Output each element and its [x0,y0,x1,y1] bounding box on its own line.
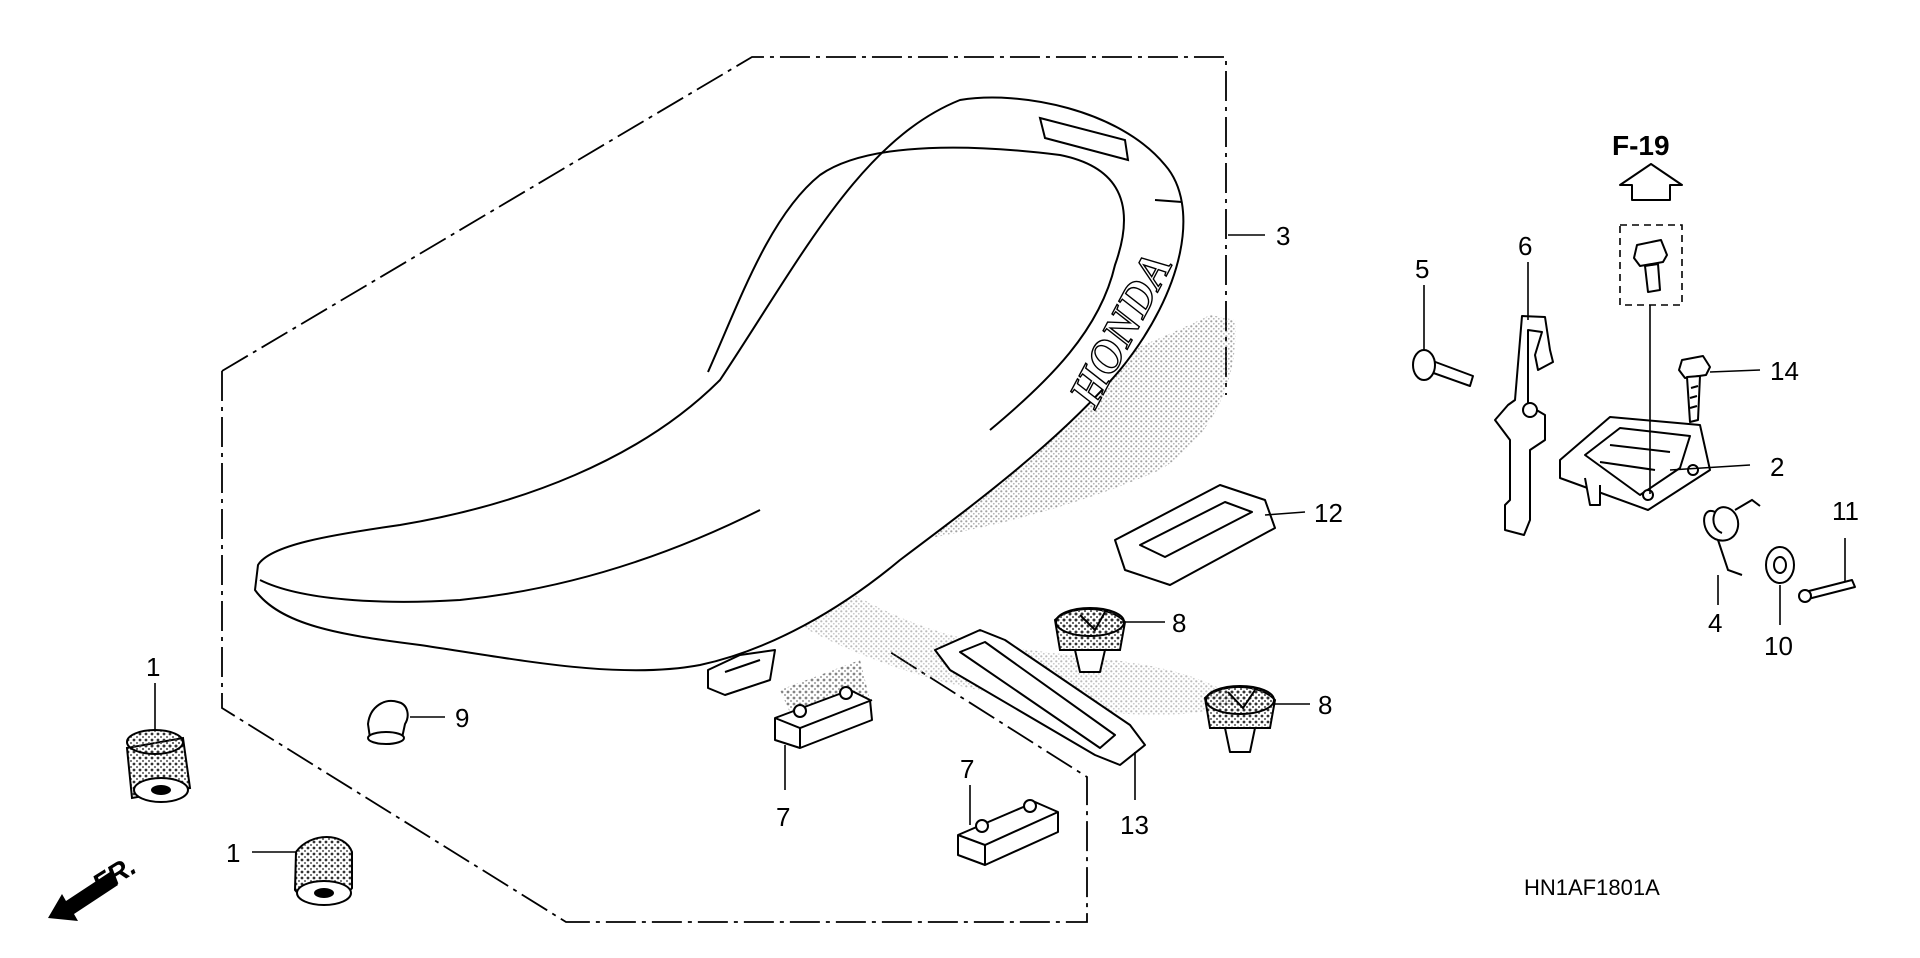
callout-4: 4 [1708,608,1722,638]
grommet-8-lower [1203,685,1277,753]
washer-10 [1765,546,1795,584]
callout-6: 6 [1518,231,1532,261]
callout-11: 11 [1832,496,1859,526]
callout-7-lower: 7 [960,754,974,784]
bolt-f19 [1619,224,1683,306]
callout-3: 3 [1276,221,1290,251]
cotter-pin-11 [1798,579,1856,603]
reference-label: F-19 [1612,130,1670,161]
cushion-7-upper [774,660,873,749]
collar-1-lower [293,836,353,906]
seat-band-13 [934,629,1146,766]
f19-arrow [1619,163,1683,201]
callout-9: 9 [455,703,469,733]
spring-4 [1703,498,1761,576]
callout-labels: 3 2 14 6 5 12 8 8 9 7 7 13 1 1 4 10 11 [146,221,1859,868]
callout-14: 14 [1770,356,1799,386]
grommet-8-upper [1053,607,1127,673]
front-arrow: FR. [48,850,141,921]
seat-band-12 [1114,484,1276,586]
callout-1-upper: 1 [146,652,160,682]
seat-assembly: HONDA [254,96,1185,672]
callout-13: 13 [1120,810,1149,840]
pin-5 [1412,349,1474,387]
leader-lines [154,234,1846,853]
callout-10: 10 [1764,631,1793,661]
callout-8-lower: 8 [1318,690,1332,720]
callout-1-lower: 1 [226,838,240,868]
callout-8-upper: 8 [1172,608,1186,638]
rubber-9 [367,700,409,745]
bolt-14 [1678,355,1711,423]
assembly-outline [221,56,1227,923]
drawing-code: HN1AF1801A [1524,875,1660,900]
seat-hook [707,649,776,696]
collar-1-upper [125,729,192,803]
callout-7-upper: 7 [776,802,790,832]
callout-12: 12 [1314,498,1343,528]
callout-5: 5 [1415,254,1429,284]
lock-lever-6 [1494,315,1554,536]
callout-2: 2 [1770,452,1784,482]
latch-plate-2 [1559,416,1711,511]
cushion-7-lower [957,799,1059,866]
